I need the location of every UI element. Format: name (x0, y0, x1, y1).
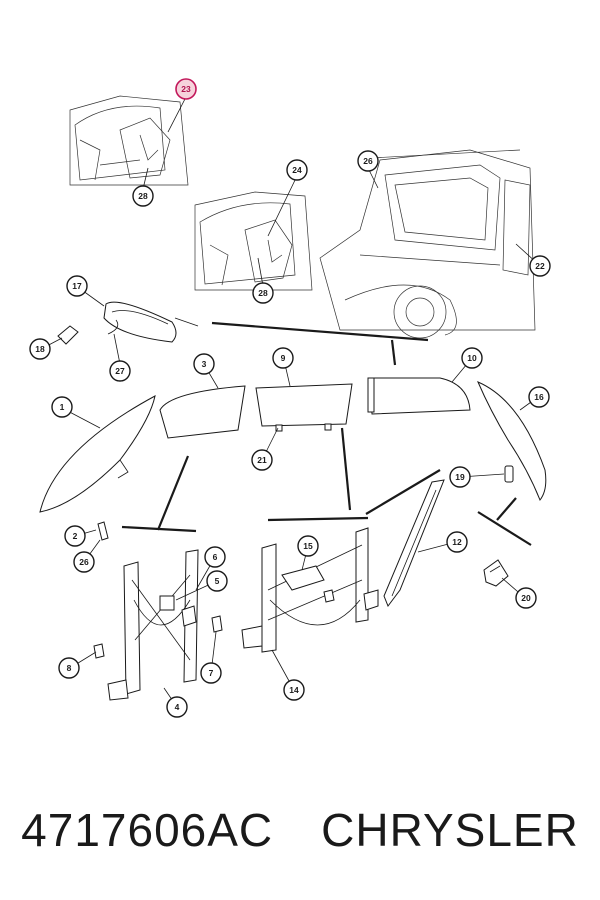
callout-28[interactable]: 28 (132, 185, 154, 207)
regulator-motor-bolt (323, 589, 335, 603)
svg-text:4: 4 (175, 702, 180, 712)
callout-16[interactable]: 16 (528, 386, 550, 408)
mirror-mount-clip (57, 325, 79, 345)
svg-text:28: 28 (258, 288, 268, 298)
divider-line (365, 469, 441, 515)
callout-15[interactable]: 15 (297, 535, 319, 557)
divider-line (156, 455, 190, 531)
glass-run-channel (383, 479, 445, 608)
svg-text:26: 26 (79, 557, 89, 567)
bracket (483, 559, 509, 587)
glass-spacer (504, 465, 514, 483)
svg-text:6: 6 (213, 552, 218, 562)
svg-text:24: 24 (292, 165, 302, 175)
callout-20[interactable]: 20 (515, 587, 537, 609)
callout-4[interactable]: 4 (166, 696, 188, 718)
callout-6[interactable]: 6 (204, 546, 226, 568)
divider-line (121, 525, 197, 533)
callout-17[interactable]: 17 (66, 275, 88, 297)
part-number: 4717606AC (21, 804, 274, 856)
divider-line (211, 321, 429, 342)
inset-liftgate-lower (194, 191, 313, 291)
rear-door-glass (255, 383, 353, 432)
svg-text:9: 9 (281, 353, 286, 363)
callout-26[interactable]: 26 (357, 150, 379, 172)
svg-text:16: 16 (534, 392, 544, 402)
quarter-glass (367, 377, 471, 415)
rear-view-mirror (103, 301, 199, 343)
divider-line (390, 339, 397, 366)
divider-line (340, 427, 352, 511)
callout-19[interactable]: 19 (449, 466, 471, 488)
callout-14[interactable]: 14 (283, 679, 305, 701)
callout-22[interactable]: 22 (529, 255, 551, 277)
svg-text:3: 3 (202, 359, 207, 369)
svg-text:1: 1 (60, 402, 65, 412)
callout-7[interactable]: 7 (200, 662, 222, 684)
callout-24[interactable]: 24 (286, 159, 308, 181)
windshield (39, 395, 156, 513)
svg-text:10: 10 (467, 353, 477, 363)
divider-line (267, 516, 369, 522)
callout-9[interactable]: 9 (272, 347, 294, 369)
divider-line (477, 511, 532, 546)
svg-text:17: 17 (72, 281, 82, 291)
callout-3[interactable]: 3 (193, 353, 215, 375)
callout-10[interactable]: 10 (461, 347, 483, 369)
svg-text:20: 20 (521, 593, 531, 603)
svg-text:5: 5 (215, 576, 220, 586)
caption: 4717606AC CHRYSLER (0, 790, 600, 870)
liftgate-glass (477, 381, 547, 501)
svg-text:8: 8 (67, 663, 72, 673)
front-window-regulator (107, 549, 199, 701)
callout-28[interactable]: 28 (252, 282, 274, 304)
svg-text:26: 26 (363, 156, 373, 166)
regulator-bolt (93, 615, 223, 659)
callout-2[interactable]: 2 (64, 525, 86, 547)
front-door-glass (159, 385, 246, 439)
svg-text:12: 12 (452, 537, 462, 547)
callout-8[interactable]: 8 (58, 657, 80, 679)
svg-text:2: 2 (73, 531, 78, 541)
svg-text:28: 28 (138, 191, 148, 201)
svg-text:7: 7 (209, 668, 214, 678)
svg-text:22: 22 (535, 261, 545, 271)
windshield-clip (97, 521, 109, 541)
vehicle-rear-sketch (319, 149, 536, 339)
callout-23[interactable]: 23 (175, 78, 197, 100)
svg-text:23: 23 (181, 84, 191, 94)
brand-name: CHRYSLER (321, 804, 579, 856)
svg-text:14: 14 (289, 685, 299, 695)
svg-text:18: 18 (35, 344, 45, 354)
callout-26[interactable]: 26 (73, 551, 95, 573)
rear-window-regulator (241, 527, 379, 653)
callout-12[interactable]: 12 (446, 531, 468, 553)
callout-21[interactable]: 21 (251, 449, 273, 471)
svg-text:27: 27 (115, 366, 125, 376)
inset-liftgate-upper (69, 95, 189, 186)
callout-27[interactable]: 27 (109, 360, 131, 382)
callout-5[interactable]: 5 (206, 570, 228, 592)
svg-text:19: 19 (455, 472, 465, 482)
divider-line (496, 497, 517, 521)
callout-1[interactable]: 1 (51, 396, 73, 418)
callout-18[interactable]: 18 (29, 338, 51, 360)
svg-text:15: 15 (303, 541, 313, 551)
svg-text:21: 21 (257, 455, 267, 465)
parts-diagram: 23 28 24 28 26 22 17 18 27 1 3 9 10 16 2… (29, 78, 551, 718)
